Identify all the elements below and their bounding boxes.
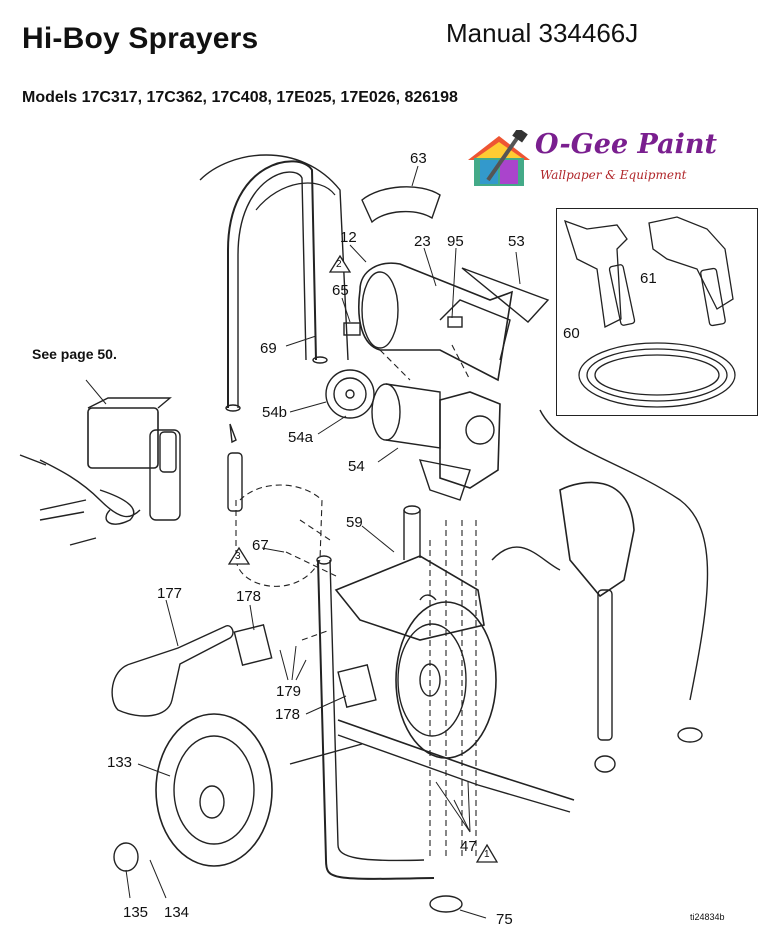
cart-pole xyxy=(227,423,243,512)
part-label: 12 xyxy=(340,229,357,246)
logo-name: O-Gee Paint xyxy=(535,129,717,160)
warning-triangles xyxy=(227,254,499,863)
cart-handle xyxy=(199,154,349,412)
warning-number: 3 xyxy=(235,551,241,562)
part-label: 54 xyxy=(348,458,365,475)
part-label: 133 xyxy=(107,754,133,771)
part-label: 54b xyxy=(262,404,288,421)
warning-number: 2 xyxy=(336,259,342,270)
part-label: 178 xyxy=(236,588,262,605)
see-page-note: See page 50. xyxy=(32,346,117,362)
part-label: 178 xyxy=(275,706,301,723)
part-label: 67 xyxy=(252,537,269,554)
house-icon xyxy=(468,130,530,186)
page-title: Hi-Boy Sprayers xyxy=(22,22,259,55)
part-label: 59 xyxy=(346,514,363,531)
part-label: 61 xyxy=(640,270,657,287)
inset-drawing xyxy=(563,216,736,408)
manual-number: Manual 334466J xyxy=(446,18,639,48)
part-label: 75 xyxy=(496,911,513,928)
part-label: 53 xyxy=(508,233,525,250)
part-label: 134 xyxy=(164,904,190,921)
fan-blade xyxy=(325,369,375,419)
cable-hanger xyxy=(111,625,234,717)
motor xyxy=(371,383,501,501)
part-label: 135 xyxy=(123,904,149,921)
part-label: 179 xyxy=(276,683,302,700)
mount-plates xyxy=(233,624,377,708)
part-label: 65 xyxy=(332,282,349,299)
motor-cover xyxy=(343,186,550,382)
figure-id: ti24834b xyxy=(690,912,725,922)
part-label: 54a xyxy=(288,429,314,446)
part-label: 23 xyxy=(414,233,431,250)
logo-tagline: Wallpaper & Equipment xyxy=(540,168,687,182)
warning-number: 1 xyxy=(484,849,490,860)
cart-frame xyxy=(289,505,575,880)
ogee-logo xyxy=(468,130,530,186)
part-label: 63 xyxy=(410,150,427,167)
part-label: 177 xyxy=(157,585,183,602)
part-label: 47 xyxy=(460,838,477,855)
spray-gun-small xyxy=(563,219,636,328)
control-box xyxy=(19,397,181,546)
left-wheel xyxy=(113,713,273,872)
spray-gun-large xyxy=(648,216,734,327)
hose-coil xyxy=(578,342,736,408)
part-label: 69 xyxy=(260,340,277,357)
assembly-lines xyxy=(235,344,477,860)
gun-hose-inset xyxy=(556,208,758,416)
part-label: 95 xyxy=(447,233,464,250)
models-line: Models 17C317, 17C362, 17C408, 17E025, 1… xyxy=(22,89,458,106)
spray-gun xyxy=(491,409,709,773)
part-label: 60 xyxy=(563,325,580,342)
